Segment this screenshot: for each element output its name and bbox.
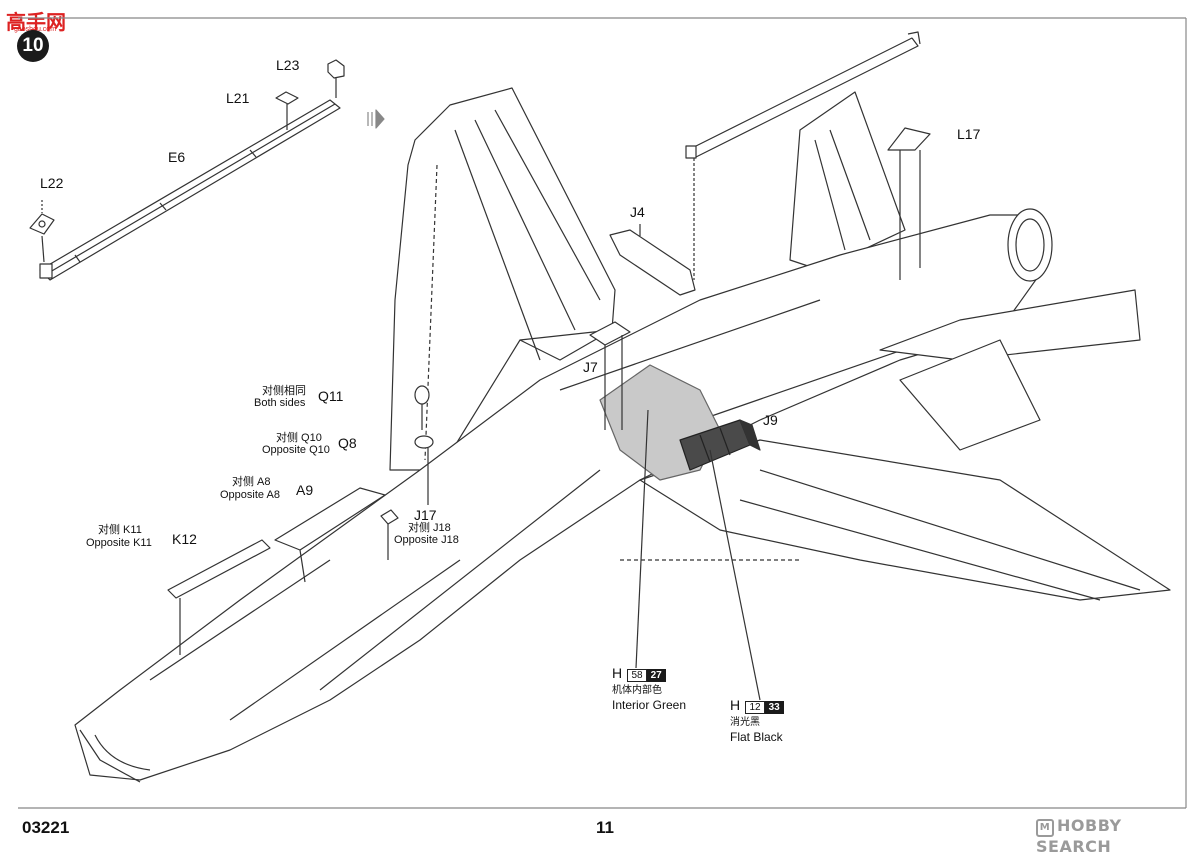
paint-green-num: 27 — [646, 669, 666, 682]
step-number-badge: 10 — [17, 30, 49, 62]
note-q10-cn: 对侧 Q10 — [276, 432, 322, 444]
part-j4 — [609, 224, 696, 296]
note-q11-en: Both sides — [254, 397, 306, 409]
direction-arrow-icon — [367, 109, 385, 129]
horizontal-stabilizer — [879, 289, 1141, 451]
part-l17 — [887, 127, 931, 280]
paint-black-letter: H — [730, 697, 741, 713]
label-q8: Q8 — [338, 435, 357, 451]
paint-leader-black — [709, 449, 761, 701]
note-q11-cn: 对侧相同 — [262, 385, 306, 397]
part-a9 — [274, 487, 386, 583]
site-logo-sub: gaoshou.com — [14, 26, 56, 33]
part-rear-rail — [685, 31, 921, 280]
label-k12: K12 — [172, 531, 197, 547]
paint-green-letter: H — [612, 665, 623, 681]
label-l21: L21 — [226, 90, 250, 106]
engine-exhaust — [1007, 208, 1053, 282]
part-j9 — [679, 419, 761, 471]
label-j4: J4 — [630, 204, 645, 220]
part-l23 — [327, 59, 345, 98]
part-e6-rail — [39, 99, 341, 281]
part-j17 — [380, 509, 399, 560]
part-l22 — [29, 200, 55, 263]
label-l23: L23 — [276, 57, 300, 73]
label-j7: J7 — [583, 359, 598, 375]
page-number: 11 — [596, 818, 614, 837]
note-j18-cn: 对侧 J18 — [408, 522, 451, 534]
paint-leader-green — [635, 409, 649, 669]
part-k12 — [167, 539, 271, 655]
label-a9: A9 — [296, 482, 314, 498]
part-j7 — [589, 321, 631, 430]
note-j18-en: Opposite J18 — [394, 534, 459, 546]
label-l17: L17 — [957, 126, 981, 142]
hobbysearch-logo-icon: M — [1036, 819, 1054, 837]
note-q10-en: Opposite Q10 — [262, 444, 330, 456]
note-k11-en: Opposite K11 — [86, 537, 152, 549]
right-wing — [620, 439, 1171, 601]
paint-green-code: 58 — [627, 669, 647, 682]
note-k11-cn: 对侧 K11 — [98, 524, 142, 536]
paint-black-num: 33 — [764, 701, 784, 714]
label-j9: J9 — [763, 412, 778, 428]
label-l22: L22 — [40, 175, 64, 191]
part-q11 — [414, 385, 430, 430]
part-q8 — [414, 435, 434, 505]
paint-black-en: Flat Black — [730, 730, 783, 744]
label-e6: E6 — [168, 149, 186, 165]
paint-black-cn: 消光黑 — [730, 717, 760, 728]
note-a8-cn: 对侧 A8 — [232, 476, 271, 488]
label-j17: J17 — [414, 507, 437, 523]
paint-black-code: 12 — [745, 701, 765, 714]
paint-green-en: Interior Green — [612, 698, 687, 712]
part-l21 — [275, 91, 299, 130]
paint-green-cn: 机体内部色 — [612, 685, 662, 696]
label-q11: Q11 — [318, 388, 344, 404]
kit-number: 03221 — [22, 818, 70, 837]
note-a8-en: Opposite A8 — [220, 489, 280, 501]
